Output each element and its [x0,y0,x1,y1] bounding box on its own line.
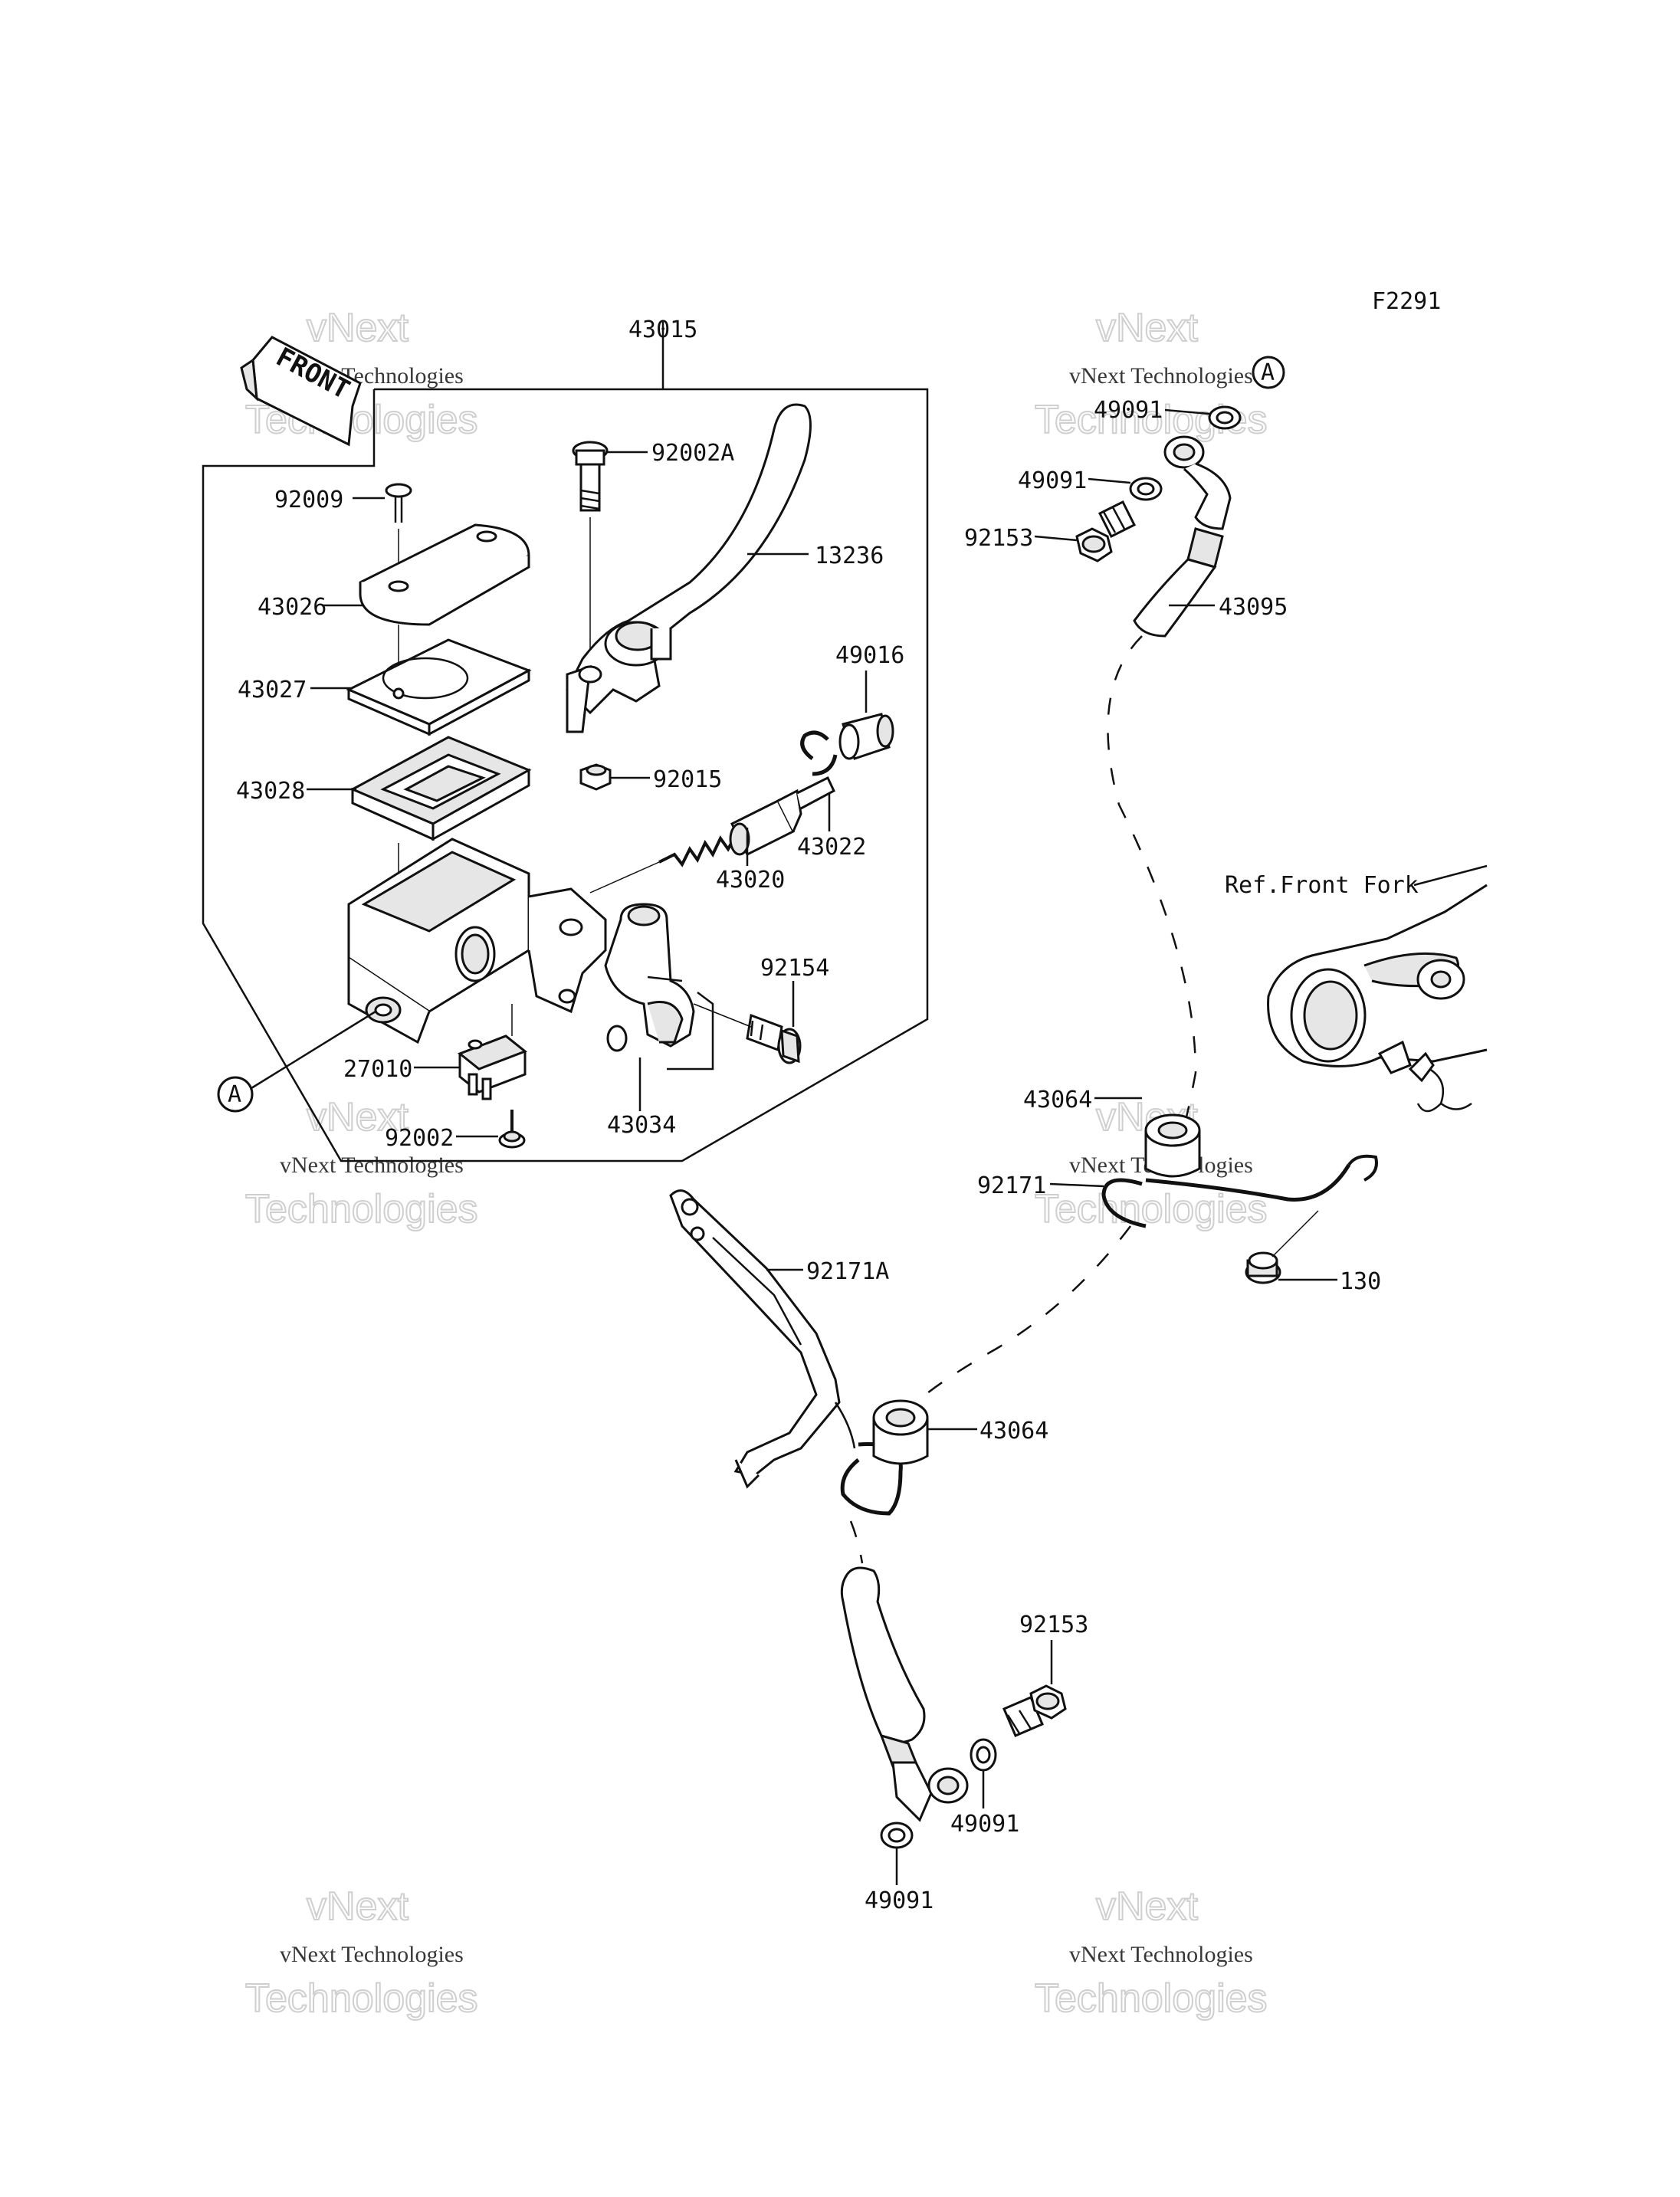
washer-49091-top-icon [1208,405,1242,430]
diaphragm-43028-icon [349,736,532,841]
svg-text:vNext Technologies: vNext Technologies [280,1153,464,1178]
brake-lever-13236-icon [566,403,812,733]
screw-92002-icon [498,1110,526,1149]
label-43064-lower: 43064 [979,1418,1048,1444]
svg-text:vNext: vNext [307,1095,409,1139]
svg-text:Technologies: Technologies [1035,1976,1268,2021]
label-49091-right-lower: 49091 [950,1811,1019,1838]
leader-92153-top [1034,535,1078,542]
dust-boot-49016-icon [838,713,894,760]
figure-code: F2291 [1372,288,1441,315]
callout-a-right [1252,356,1285,389]
label-43027: 43027 [238,677,307,703]
grommet-43064-lower-icon [872,1399,929,1465]
banjo-bolt-92153-top-icon [1075,500,1137,562]
label-92002: 92002 [385,1125,454,1152]
screw-92009-icon [385,483,412,523]
svg-text:vNext Technologies: vNext Technologies [1069,363,1253,389]
leader-43034-a [667,992,714,1071]
watermark-bottom-left: vNext vNext Technologies Technologies [244,1884,479,2022]
clamp-43034-icon [604,903,695,1052]
hose-path-mid [915,1225,1131,1403]
svg-text:vNext: vNext [1096,306,1198,350]
master-cylinder-body-icon [347,838,607,1044]
leader-49091-top [1164,408,1210,415]
bolt-92154-icon [746,1013,802,1064]
label-92153-lower: 92153 [1019,1612,1088,1638]
label-92002A: 92002A [651,440,734,467]
label-43026: 43026 [258,594,326,621]
label-92009: 92009 [274,487,343,513]
label-49091-top: 49091 [1094,397,1163,424]
svg-text:vNext Technologies: vNext Technologies [280,1942,464,1967]
label-43015: 43015 [628,316,697,343]
label-92015: 92015 [653,766,722,793]
label-92171: 92171 [977,1172,1046,1199]
label-43034: 43034 [607,1112,676,1139]
pivot-bolt-92002A-icon [572,441,609,512]
nut-92015-icon [579,763,612,791]
svg-text:A: A [1261,359,1275,386]
svg-text:vNext Technologies: vNext Technologies [1069,1942,1253,1967]
label-43028: 43028 [236,778,305,805]
bracket-92171A-icon [669,1189,903,1516]
washer-49091-mid-icon [1129,477,1163,501]
label-92154: 92154 [760,955,829,982]
brake-hose-lower-icon [840,1566,969,1822]
svg-text:A: A [228,1081,241,1108]
label-49016: 49016 [835,642,904,669]
bolt-130-icon [1245,1251,1281,1284]
label-ref-front-fork: Ref.Front Fork [1225,872,1419,899]
label-43095: 43095 [1219,594,1288,621]
diaphragm-43027-icon [346,638,532,736]
banjo-bolt-92153-lower-icon [1002,1684,1067,1737]
circlip-43022-icon [800,730,838,776]
piston-43020-icon [658,776,835,867]
switch-27010-icon [458,1004,527,1100]
label-49091-left-lower: 49091 [865,1887,934,1914]
svg-text:Technologies: Technologies [245,1187,478,1231]
hose-path-lower [849,1520,864,1564]
hose-clip-92171-icon [1101,1154,1378,1228]
label-43022: 43022 [797,834,866,861]
hose-path-upper [1107,635,1197,1166]
leader-49091-mid [1088,477,1131,484]
svg-text:Technologies: Technologies [245,1976,478,2021]
label-49091-mid: 49091 [1018,467,1087,494]
callout-a-left [217,1076,254,1113]
leader-92171 [1049,1182,1104,1188]
watermark-mid-left: vNext vNext Technologies Technologies [244,1094,479,1232]
assembly-outline [202,388,929,1162]
label-43064-upper: 43064 [1023,1087,1092,1113]
svg-text:vNext: vNext [307,306,409,350]
label-27010: 27010 [343,1056,412,1083]
reservoir-cap-43026-icon [359,523,530,626]
label-92153-top: 92153 [964,525,1033,552]
svg-text:vNext: vNext [307,1884,409,1929]
leader-callout-a [251,1010,376,1090]
svg-text:vNext: vNext [1096,1884,1198,1929]
washer-49091-right-lower-icon [970,1738,997,1772]
washer-49091-left-lower-icon [880,1822,914,1849]
brake-hose-upper-43095-icon [1133,435,1232,638]
label-43020: 43020 [716,867,785,894]
label-130: 130 [1340,1268,1381,1295]
label-92171A: 92171A [806,1258,889,1285]
svg-text:Technologies: Technologies [1035,1187,1268,1231]
front-fork-ref-icon [1267,884,1488,1113]
watermark-bottom-right: vNext vNext Technologies Technologies [1034,1884,1268,2022]
label-13236: 13236 [815,543,884,569]
grommet-43064-upper-icon [1144,1113,1201,1178]
leader-ref-front-fork [1413,864,1488,887]
